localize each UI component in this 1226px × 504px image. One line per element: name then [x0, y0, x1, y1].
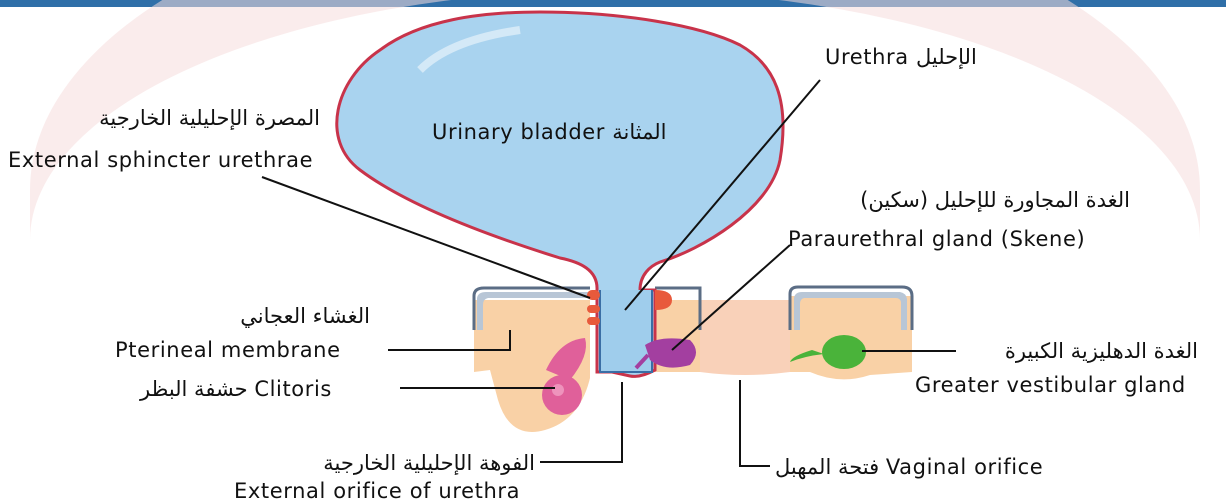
label-clitoris: حشفة البظر Clitoris [140, 376, 332, 402]
clitoris-glans [542, 375, 582, 415]
vestibular-gland [822, 335, 866, 369]
leader-vaginal-orifice [740, 380, 770, 466]
clitoris-glans-highlight [552, 384, 564, 396]
sphincter-left-mid [587, 305, 600, 313]
label-vestibular-ar: الغدة الدهليزية الكبيرة [958, 338, 1198, 364]
label-urethra: Urethra الإحليل [825, 44, 977, 70]
label-vaginal-orifice: فتحة المهبل Vaginal orifice [775, 454, 1043, 480]
label-perineal-en: Pterineal membrane [115, 337, 341, 363]
label-external-sphincter-ar: المصرة الإحليلية الخارجية [70, 105, 320, 131]
label-paraurethral-en: Paraurethral gland (Skene) [788, 226, 1085, 252]
label-external-orifice-ar: الفوهة الإحليلية الخارجية [265, 450, 535, 476]
label-external-sphincter-en: External sphincter urethrae [8, 147, 313, 173]
label-vestibular-en: Greater vestibular gland [915, 372, 1186, 398]
label-paraurethral-ar: الغدة المجاورة للإحليل (سكين) [790, 187, 1130, 213]
sphincter-left-bottom [587, 317, 600, 325]
label-urinary-bladder: Urinary bladder المثانة [432, 119, 667, 145]
label-external-orifice-en: External orifice of urethra [234, 478, 520, 504]
label-perineal-ar: الغشاء العجاني [180, 303, 370, 329]
tissue-vaginal-wall [700, 300, 790, 375]
